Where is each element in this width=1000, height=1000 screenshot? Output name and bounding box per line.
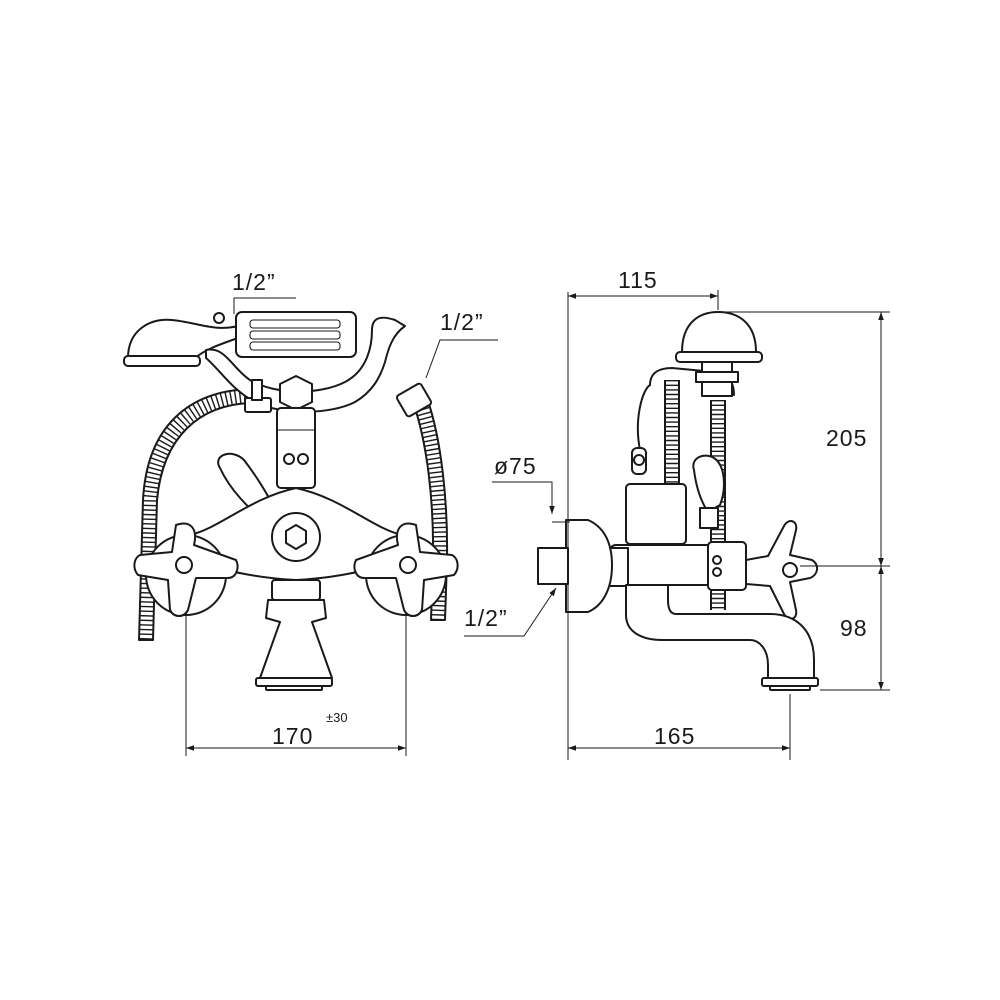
cross-handle-side	[745, 520, 818, 620]
dim-diameter: ø75	[492, 453, 570, 523]
cross-handle-left	[133, 522, 239, 617]
dim-165: 165	[568, 694, 791, 760]
spout-side	[625, 584, 819, 691]
dim-vertical: 205 98	[720, 311, 890, 691]
shower-head-side	[675, 311, 763, 397]
riser-column	[276, 375, 316, 489]
leader-thread-side: 1/2”	[464, 587, 557, 637]
thread-label-right: 1/2”	[440, 309, 484, 335]
cross-handle-right	[353, 522, 459, 617]
leader-thread-top: 1/2”	[232, 269, 296, 314]
dim-165-label: 165	[654, 723, 695, 749]
side-body	[603, 541, 747, 591]
dim-170-tolerance: ±30	[326, 710, 348, 725]
dim-98-label: 98	[840, 615, 868, 641]
side-column	[625, 447, 725, 545]
dim-170-label: 170	[272, 723, 313, 749]
spout-front	[255, 599, 333, 691]
mixer-body	[189, 487, 403, 601]
dim-170: 170 ±30	[185, 615, 407, 756]
thread-label-side: 1/2”	[464, 605, 508, 631]
shower-cradle	[205, 311, 433, 418]
dim-115-label: 115	[618, 267, 658, 293]
side-view: 115 165 205 98 ø75 1/2”	[464, 267, 890, 760]
dim-205-label: 205	[826, 425, 867, 451]
leader-thread-right: 1/2”	[425, 309, 498, 379]
dim-115: 115	[567, 267, 719, 760]
shower-hose-left	[138, 388, 251, 641]
thread-label-top: 1/2”	[232, 269, 276, 295]
shower-head-front	[123, 312, 239, 367]
diameter-label: ø75	[494, 453, 537, 479]
front-view: 170 ±30 1/2” 1/2”	[123, 269, 498, 756]
side-wall-flange	[537, 519, 613, 613]
